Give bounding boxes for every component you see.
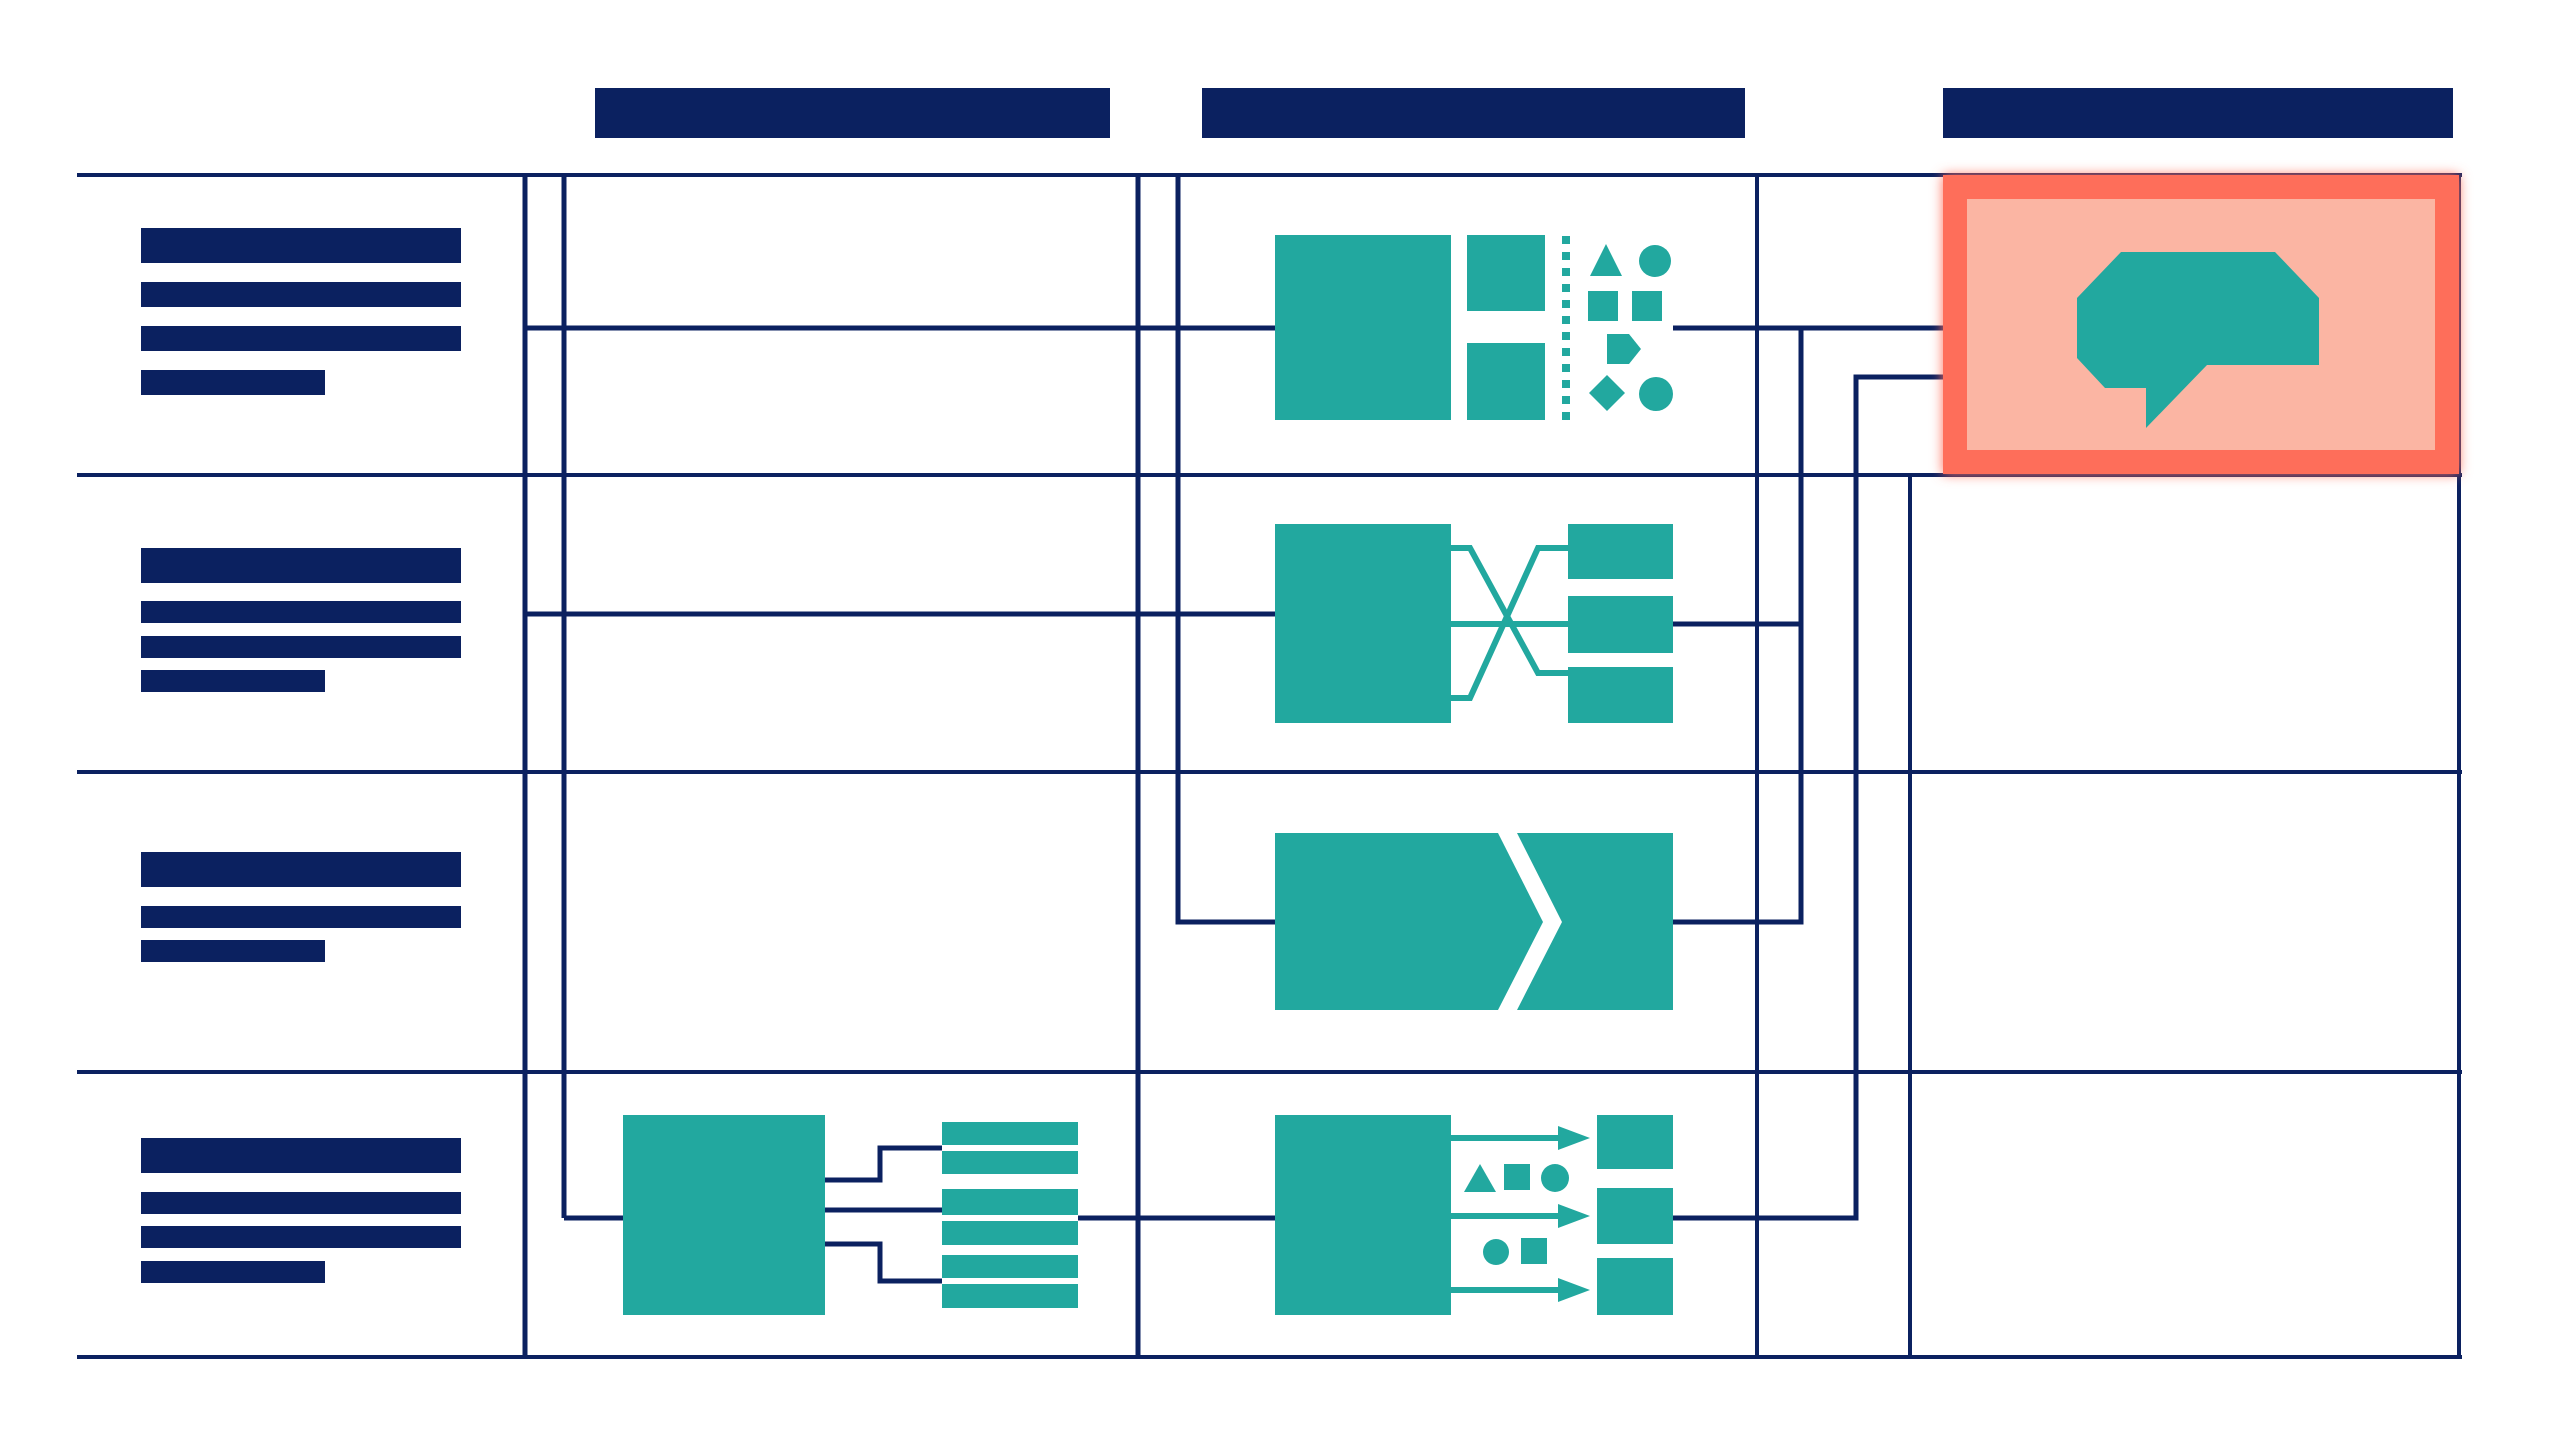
row-label-4-line-4 [141,1261,325,1283]
row-label-4-line-3 [141,1226,461,1248]
node-sort-shapes [1275,235,1673,420]
connector-out-4 [1673,374,1943,1221]
row-label-3-line-3 [141,940,325,962]
row-labels [141,228,461,1283]
arrow-head-icon [1558,1126,1590,1150]
column-header-3 [1943,88,2453,138]
node-split-three [623,1115,1078,1315]
sort-shapes-icon [1588,244,1673,411]
node-shuffle-out-2 [1568,596,1673,653]
row-label-1-line-2 [141,282,461,307]
row-label-1-line-4 [141,370,325,395]
column-headers [595,88,2453,138]
node-route-out-3 [1597,1258,1673,1315]
node-route-out-1 [1597,1115,1673,1169]
speech-bubble-icon [2077,252,2319,428]
node-route-shapes [1275,1115,1673,1315]
shuffle-split-icon [1451,545,1568,701]
pentagon-icon [1607,334,1641,364]
row-label-2-line-4 [141,670,325,692]
square-icon-3 [1504,1164,1530,1190]
circle-icon [1639,245,1671,277]
square-icon-4 [1521,1238,1547,1264]
row-label-1-line-1 [141,228,461,263]
row-label-2-line-3 [141,636,461,658]
arrow-head-icon-3 [1558,1278,1590,1302]
circle-icon-3 [1541,1164,1569,1192]
node-sort-shapes-main [1275,235,1451,420]
row-label-4-line-1 [141,1138,461,1173]
row-label-3-line-2 [141,906,461,928]
row-label-1-line-3 [141,326,461,351]
column-header-1 [595,88,1110,138]
column-header-2 [1202,88,1745,138]
chevron-process-left [1275,833,1543,1010]
node-sort-shapes-bottom [1467,343,1545,420]
row-label-4 [141,1138,461,1283]
square-icon [1588,291,1618,321]
node-route-out-2 [1597,1188,1673,1244]
row-label-2-line-2 [141,601,461,623]
row-label-2-line-1 [141,548,461,583]
node-feedback-highlight[interactable] [1943,175,2459,474]
arrow-head-icon-2 [1558,1204,1590,1228]
route-shapes-icon [1451,1126,1590,1302]
row-label-3-line-1 [141,852,461,887]
connector-row3-in [1175,775,1275,925]
node-shuffle-main [1275,524,1451,723]
node-split-main [623,1115,825,1315]
node-sort-shapes-top [1467,235,1545,311]
circle-icon-2 [1639,377,1673,411]
connector-out-3 [1673,624,1804,925]
circle-icon-4 [1483,1239,1509,1265]
node-shuffle-out-3 [1568,667,1673,723]
row-label-2 [141,548,461,692]
connectors [522,175,1943,1357]
node-process-chevron [1275,833,1673,1010]
diamond-icon [1589,375,1625,411]
row-label-3 [141,852,461,962]
square-icon-2 [1632,291,1662,321]
node-route-main [1275,1115,1451,1315]
node-shuffle-split [1275,524,1673,723]
row-label-4-line-2 [141,1192,461,1214]
row-label-1 [141,228,461,395]
triangle-icon [1590,244,1622,276]
triangle-icon-3 [1464,1164,1496,1192]
split-three-icon [825,1145,1078,1284]
chevron-process-icon [1517,833,1673,1010]
node-shuffle-out-1 [1568,524,1673,579]
dotted-divider [1562,236,1570,420]
